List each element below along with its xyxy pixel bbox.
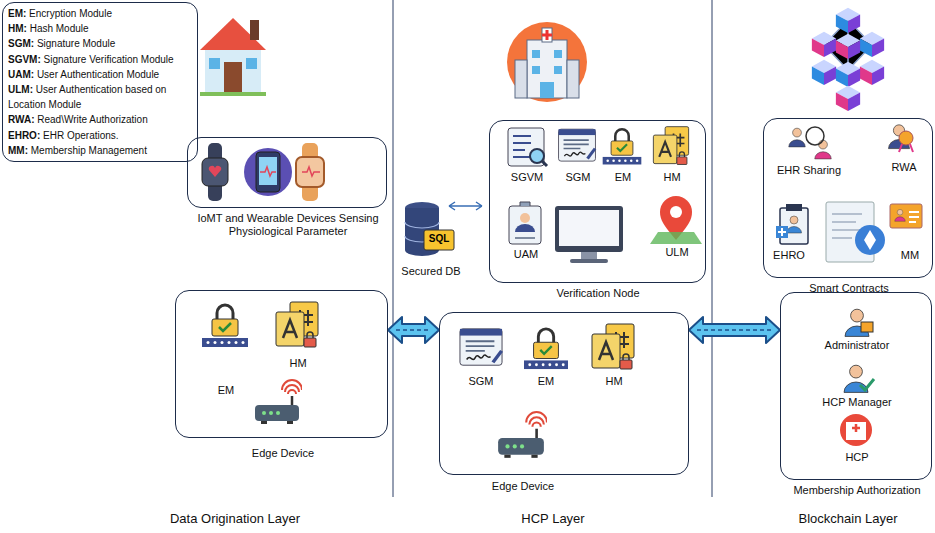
module-box: AdministratorHCP ManagerHCPMembership Au… [780,292,932,480]
database-label: Secured DB [401,265,460,278]
module-label: EM [218,384,235,397]
legend-entry: HM: Hash Module [8,21,192,36]
module-label: SGM [468,375,493,388]
legend-entry: EM: Encryption Module [8,6,192,21]
layer-label: HCP Layer [521,512,584,527]
module-label: SGM [565,171,590,184]
legend-entry: EHRO: EHR Operations. [8,128,192,143]
legend-box: EM: Encryption ModuleHM: Hash ModuleSGM:… [2,2,198,162]
legend-entry: MM: Membership Management [8,143,192,158]
module-label: EM [538,375,555,388]
legend-entry: SGM: Signature Module [8,36,192,51]
legend-entry: ULM: User Authentication based on Locati… [8,82,192,112]
module-label: HM [605,375,622,388]
layer-label: Blockchain Layer [799,512,898,527]
module-label: HM [663,171,680,184]
module-label: MM [901,249,919,262]
legend-entry: SGVM: Signature Verification Module [8,52,192,67]
layer-label: Data Origination Layer [170,512,300,527]
module-label: HCP Manager [822,396,892,409]
legend-entry: RWA: Read\Write Authorization [8,112,192,127]
module-label: RWA [891,161,916,174]
module-box: EHR SharingRWAEHROMMSmart Contracts [763,118,933,278]
module-label: Membership Authorization [793,484,920,497]
module-box: EMHMEdge Device [175,290,388,438]
module-label: Edge Device [492,480,554,493]
double-arrow [388,317,439,343]
module-label: UAM [514,248,538,261]
double-arrow [689,317,780,343]
module-label: IoMT and Wearable Devices Sensing Physio… [188,212,388,238]
module-label: HCP [845,451,868,464]
icon-label: SQL [429,233,450,245]
module-label: Verification Node [556,287,639,300]
module-box: IoMT and Wearable Devices Sensing Physio… [187,137,387,208]
module-label: EHR Sharing [777,164,841,177]
module-box: SGMEMHMEdge Device [439,312,689,475]
module-label: ULM [665,246,688,259]
module-label: EM [615,171,632,184]
module-label: Edge Device [252,447,314,460]
module-label: HM [289,357,306,370]
module-label: EHRO [773,249,805,262]
module-label: Administrator [825,339,890,352]
legend-entry: UAM: User Authentication Module [8,67,192,82]
module-label: SGVM [511,171,543,184]
module-box: SGVMSGMEMHMUAMULMVerification Node [489,120,706,283]
